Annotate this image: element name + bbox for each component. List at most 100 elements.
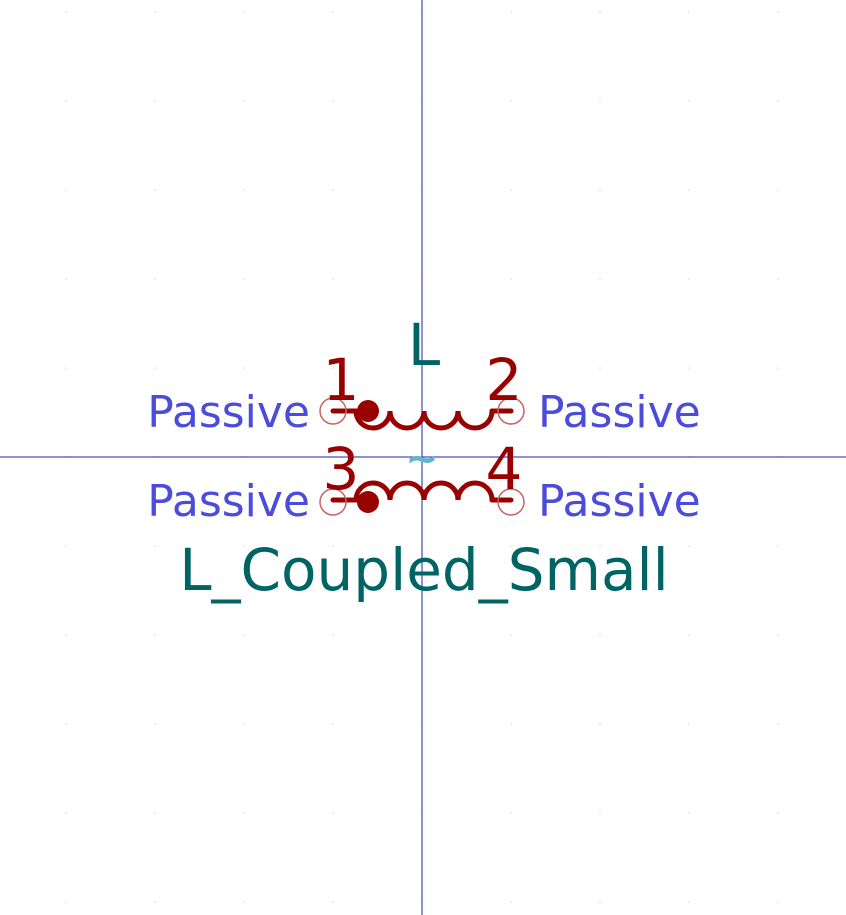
grid-dot [599,634,601,636]
grid-dot [332,723,334,725]
grid-dot [154,278,156,280]
grid-dot [154,545,156,547]
grid-dot [332,634,334,636]
reference-field[interactable]: L [408,311,440,379]
grid-dot [510,367,512,369]
grid-dot [777,100,779,102]
grid-dot [65,545,67,547]
grid-dot [332,11,334,13]
pin-3-end-marker[interactable] [319,488,347,516]
grid-dot [154,367,156,369]
grid-dot [65,100,67,102]
grid-dot [599,812,601,814]
grid-dot [777,545,779,547]
grid-dot [688,100,690,102]
grid-dot [599,100,601,102]
top-polarity-dot [357,400,379,422]
grid-dot [777,634,779,636]
grid-dot [777,901,779,903]
grid-dot [777,189,779,191]
grid-dot [510,11,512,13]
grid-dot [154,189,156,191]
grid-dot [65,11,67,13]
pin-2-end-marker[interactable] [497,397,525,425]
grid-dot [510,634,512,636]
grid-dot [154,723,156,725]
grid-dot [243,189,245,191]
grid-dot [332,278,334,280]
grid-dot [688,812,690,814]
grid-dot [243,100,245,102]
grid-dot [243,278,245,280]
grid-dot [510,901,512,903]
grid-dot [599,367,601,369]
grid-dot [332,100,334,102]
grid-dot [65,634,67,636]
bottom-coil [353,480,495,503]
grid-dot [243,634,245,636]
grid-dot [599,901,601,903]
grid-dot [510,545,512,547]
grid-dot [599,278,601,280]
grid-dot [154,812,156,814]
grid-dot [510,723,512,725]
grid-dot [65,901,67,903]
value-field[interactable]: L_Coupled_Small [179,536,669,604]
pin-4-end-marker[interactable] [497,488,525,516]
grid-dot [688,11,690,13]
grid-dot [510,189,512,191]
grid-dot [65,367,67,369]
pin-1-type[interactable]: Passive [147,387,310,438]
bottom-polarity-dot [357,491,379,513]
grid-dot [688,901,690,903]
grid-dot [332,901,334,903]
grid-dot [599,723,601,725]
grid-dot [599,189,601,191]
grid-dot [688,545,690,547]
top-winding[interactable] [330,400,514,431]
grid-dot [243,901,245,903]
grid-dot [332,189,334,191]
grid-dot [510,278,512,280]
grid-dot [243,723,245,725]
grid-dot [688,367,690,369]
grid-dot [154,634,156,636]
grid-dot [688,634,690,636]
pin-1-end-marker[interactable] [319,397,347,425]
grid-dot [154,901,156,903]
bottom-winding[interactable] [330,480,514,513]
pin-1-number[interactable]: 1 [323,346,360,414]
grid-dot [599,11,601,13]
grid-dot [688,723,690,725]
grid-dot [777,812,779,814]
grid-dot [777,367,779,369]
grid-dot [688,189,690,191]
top-coil [353,408,495,431]
grid-dot [65,278,67,280]
grid-dot [510,100,512,102]
grid-dot [510,812,512,814]
grid-dot [688,278,690,280]
grid-dot [65,723,67,725]
pin-4-type[interactable]: Passive [538,476,701,527]
grid-dot [154,11,156,13]
grid-dot [243,367,245,369]
grid-dot [243,545,245,547]
pin-2-number[interactable]: 2 [486,346,523,414]
grid-dot [332,367,334,369]
pin-3-number[interactable]: 3 [323,435,360,503]
pin-3-type[interactable]: Passive [147,476,310,527]
grid-dot [243,11,245,13]
grid-dot [332,545,334,547]
pin-4-number[interactable]: 4 [486,435,523,503]
grid-dot [599,545,601,547]
grid-dot [777,723,779,725]
grid-dot [777,11,779,13]
coupling-symbol: ~ [405,436,439,482]
grid-dot [154,100,156,102]
grid-dot [332,812,334,814]
grid-dot [65,189,67,191]
grid-dot [777,278,779,280]
pin-2-type[interactable]: Passive [538,387,701,438]
